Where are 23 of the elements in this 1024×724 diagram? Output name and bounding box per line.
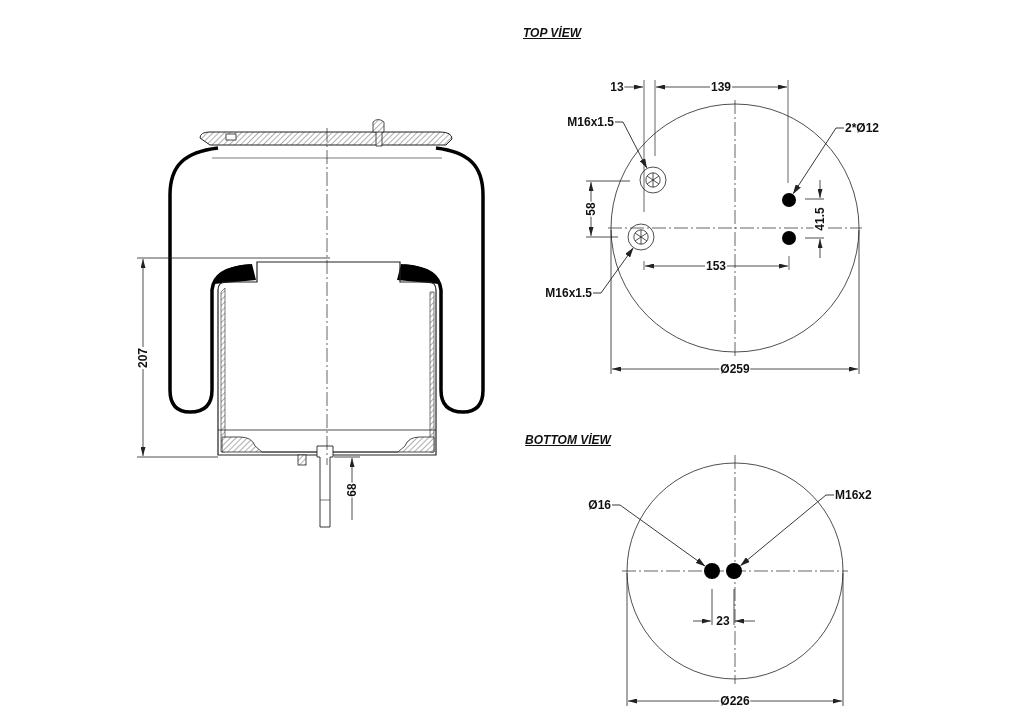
dimension-label: 68: [345, 482, 359, 498]
view-title: BOTTOM VİEW: [525, 433, 611, 447]
callout-label: Ø16: [588, 498, 611, 512]
dimension-label: 23: [715, 614, 731, 628]
dimension-label: Ø259: [719, 362, 751, 376]
callout-label: 2*Ø12: [845, 121, 880, 135]
dimension-label: 153: [705, 259, 727, 273]
view-title: TOP VİEW: [523, 26, 581, 40]
bolt-hole-dot: [781, 192, 797, 208]
bolt-hole-dot: [781, 230, 797, 246]
dimension-label: 139: [710, 80, 732, 94]
bolt-hole-dot: [703, 562, 721, 580]
callout-label: M16x1.5: [567, 115, 614, 129]
dimension-label: 58: [584, 201, 598, 217]
callout-label: M16x2: [835, 488, 872, 502]
bolt-hole-dot: [725, 562, 743, 580]
threaded-hole-symbol: [627, 223, 655, 251]
dimension-label: Ø226: [719, 694, 751, 708]
dimension-label: 13: [609, 80, 625, 94]
dimension-label: 41.5: [813, 206, 827, 232]
threaded-hole-symbol: [639, 166, 667, 194]
dimension-label: 207: [136, 347, 150, 369]
callout-label: M16x1.5: [545, 286, 592, 300]
